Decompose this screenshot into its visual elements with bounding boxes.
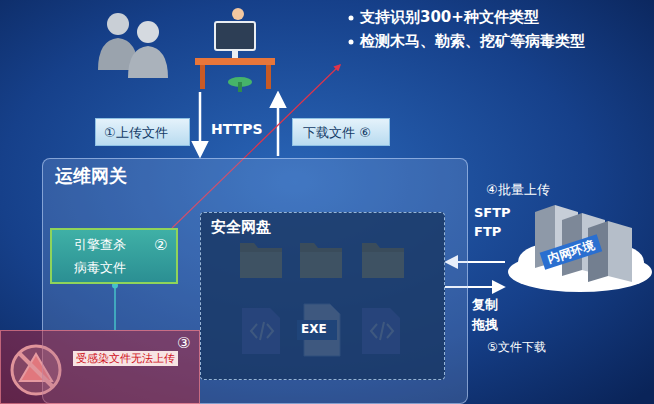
protocol-label: SFTP [474,205,511,221]
user-head [137,21,159,43]
warning-text: 受感染文件无法上传 [73,351,178,366]
users-icon [98,13,168,78]
step-label: ⑤文件下载 [487,340,546,354]
desk-leg [200,65,205,89]
desk-illustration [195,8,275,92]
engine-box: 引擎查杀 病毒文件 ② [50,228,178,284]
feature-bullet: 检测木马、勒索、挖矿等病毒类型 [360,32,585,50]
monitor [215,22,255,50]
protocol-label: HTTPS [211,121,262,138]
bullet-dots [349,16,354,45]
protocol-label: FTP [474,224,501,240]
secure-disk-panel: 安全网盘 [200,212,445,380]
server [608,221,632,282]
worker-head [232,8,244,20]
callout-number: ③ [177,334,190,352]
bullet [349,40,354,45]
feature-bullet: 支持识别300+种文件类型 [360,8,539,26]
monitor-stand [232,50,238,58]
bullet [349,16,354,21]
box-text: 下载文件 ⑥ [303,125,371,141]
panel-title: 安全网盘 [211,218,271,236]
step-label: ④批量上传 [486,182,550,198]
box-text: ①上传文件 [104,125,168,141]
panel-title: 运维网关 [55,165,127,187]
desk-leg [266,65,271,89]
engine-text: 引擎查杀 病毒文件 [74,234,131,280]
server-tag: 内网环境 [540,234,603,270]
user-head [107,13,129,35]
server-cloud [508,205,652,292]
warning-box: ③受感染文件无法上传 [0,330,200,404]
callout-number: ② [154,236,167,254]
desk-top [195,58,275,65]
upload-box: ①上传文件 [95,118,190,146]
intranet-server: 内网环境 [505,205,647,295]
server-racks [535,205,632,282]
file-type-label: EXE [301,322,327,336]
action-label: 复制 [472,297,498,313]
action-label: 拖拽 [472,317,498,333]
download-box: 下载文件 ⑥ [292,118,390,146]
upload-arrow [199,92,202,155]
user-body [128,46,168,78]
chair-post [238,82,242,92]
